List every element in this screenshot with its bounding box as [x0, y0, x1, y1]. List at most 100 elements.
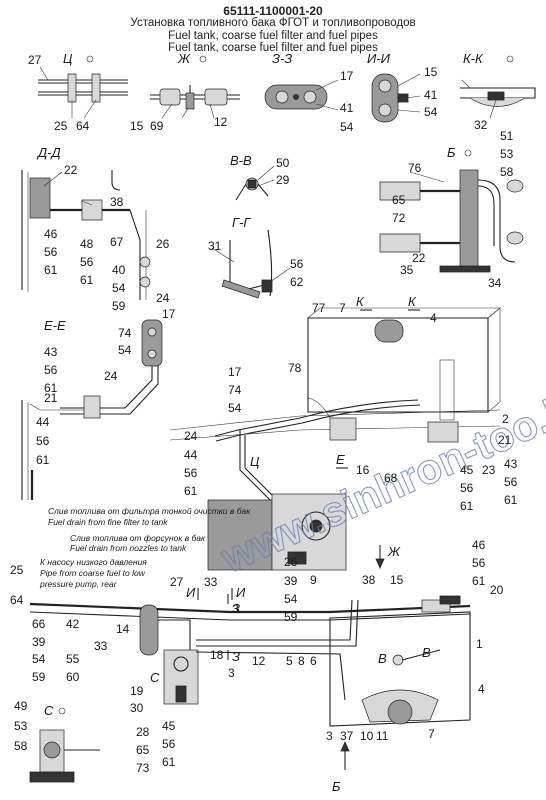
callout: 61	[184, 484, 198, 498]
callout: 77	[312, 301, 326, 315]
callout: 3	[232, 602, 239, 616]
mark-i-2: И	[236, 585, 246, 600]
callout: 29	[276, 173, 290, 187]
callout: 56	[44, 363, 58, 377]
callout: 4	[478, 682, 485, 696]
note-nozzle-en: Fuel drain from nozzles to tank	[70, 543, 187, 553]
section-v-detail: В-В	[230, 153, 275, 201]
callout: 35	[400, 263, 414, 277]
callout: 78	[288, 361, 302, 375]
callout: 56	[36, 434, 50, 448]
callout: 43	[44, 345, 58, 359]
section-label-k: К-К	[463, 51, 484, 66]
callout: 66	[32, 617, 46, 631]
callout: 54	[228, 401, 242, 415]
callout: 43	[504, 457, 518, 471]
callout: 55	[66, 652, 80, 666]
mark-zh: Ж	[387, 544, 401, 559]
callout: 61	[36, 453, 50, 467]
section-label-e: Е-Е	[44, 318, 66, 333]
callout: 9	[310, 573, 317, 587]
callout: 40	[112, 263, 126, 277]
callout: 51	[500, 129, 514, 143]
callout: 30	[130, 701, 144, 715]
callout: 61	[44, 381, 58, 395]
callout: 56	[162, 737, 176, 751]
callout: 69	[150, 119, 164, 133]
callout: 45	[460, 463, 474, 477]
callout: 74	[228, 383, 242, 397]
mark-v-1: В	[378, 651, 387, 666]
callout: 56	[504, 475, 518, 489]
callout: 54	[284, 592, 298, 606]
callout: 4	[430, 311, 437, 325]
callout: 25	[10, 563, 24, 577]
callout: 38	[110, 195, 124, 209]
callout: 68	[384, 471, 398, 485]
callout: 56	[290, 257, 304, 271]
note-fine-ru: Слив топлива от фильтра тонкой очистки в…	[48, 506, 251, 516]
mark-z-1: З	[232, 601, 240, 616]
callout: 31	[208, 239, 222, 253]
callout: 54	[424, 105, 438, 119]
callout: 54	[118, 343, 132, 357]
callout: 33	[94, 639, 108, 653]
section-marker-zh	[199, 55, 207, 63]
callout: 1	[476, 637, 483, 651]
section-marker-b	[464, 149, 472, 157]
callout: 17	[340, 69, 354, 83]
section-label-d: Д-Д	[36, 145, 61, 160]
callout: 12	[252, 654, 266, 668]
callout: 27	[170, 575, 184, 589]
callout: 41	[340, 101, 354, 115]
callout: 65	[136, 743, 150, 757]
callout: 45	[162, 719, 176, 733]
callout: 42	[66, 617, 80, 631]
callout: 39	[284, 574, 298, 588]
section-label-v: В-В	[230, 153, 252, 168]
callout: 58	[500, 165, 514, 179]
callout: 25	[54, 119, 68, 133]
mark-v-2: В	[422, 645, 431, 660]
callout: 62	[290, 275, 304, 289]
section-marker-s	[58, 707, 66, 715]
callout-numbers: 27 25 64 15 69 12 17 41 54 15 41 54 32 5…	[10, 53, 518, 775]
callout: 39	[32, 635, 46, 649]
drawing-code: 65111-1100001-20	[223, 4, 323, 18]
section-label-ts: Ц	[63, 51, 73, 66]
mark-ts: Ц	[250, 454, 260, 469]
mark-e: Е	[336, 452, 345, 467]
note-pump-en-2: pressure pump, rear	[39, 579, 118, 589]
callout: 6	[310, 654, 317, 668]
section-zh-detail: Ж	[150, 51, 240, 119]
callout: 24	[184, 429, 198, 443]
callout: 44	[36, 415, 50, 429]
callout: 61	[460, 499, 474, 513]
callout: 61	[162, 755, 176, 769]
section-i-detail: И-И	[367, 51, 421, 123]
callout: 73	[136, 761, 150, 775]
section-g-detail: Г-Г	[211, 215, 291, 299]
callout: 14	[116, 622, 130, 636]
note-pump-en-1: Pipe from coarse fuel to low	[40, 568, 146, 578]
callout: 21	[498, 433, 512, 447]
section-ts-detail: Ц	[38, 51, 128, 119]
callout: 56	[80, 255, 94, 269]
callout: 58	[14, 739, 28, 753]
section-label-z: З-З	[272, 51, 292, 66]
section-label-i: И-И	[367, 51, 391, 66]
note-fine-en: Fuel drain from fine filter to tank	[48, 517, 168, 527]
callout: 48	[80, 237, 94, 251]
callout: 27	[28, 53, 42, 67]
callout: 54	[340, 120, 354, 134]
note-nozzle-ru: Слив топлива от форсунок в бак	[70, 533, 206, 543]
section-b-detail: Б	[379, 145, 524, 273]
callout: 11	[376, 729, 389, 743]
callout: 17	[228, 365, 242, 379]
callout: 5	[286, 654, 293, 668]
section-label-b: Б	[447, 145, 456, 160]
callout: 53	[14, 719, 28, 733]
drawing-title-en-1: Fuel tank, coarse fuel filter and fuel p…	[168, 30, 378, 42]
callout: 54	[112, 281, 126, 295]
